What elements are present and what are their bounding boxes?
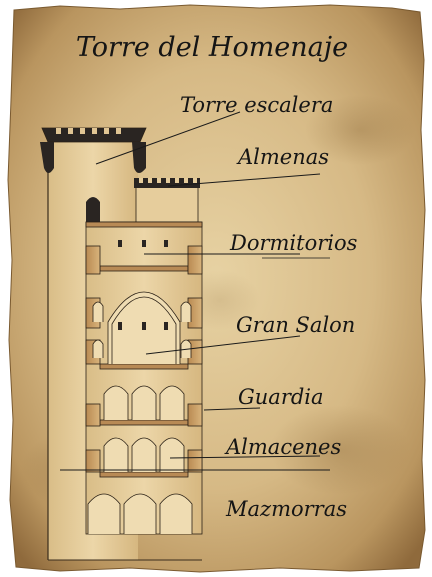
stair-door <box>86 197 100 222</box>
almacenes-arch <box>103 437 129 472</box>
almacenes-arch <box>131 437 157 472</box>
label-gran-salon: Gran Salon <box>236 313 355 337</box>
mazmorras-arch <box>123 493 157 534</box>
label-torre-escalera: Torre escalera <box>180 93 333 117</box>
guardia-arch <box>159 385 185 420</box>
label-guardia: Guardia <box>238 385 324 409</box>
leader-lines <box>60 111 330 471</box>
stain <box>270 405 410 495</box>
tower-drawing <box>40 127 203 561</box>
battlement-block <box>135 185 199 223</box>
label-dormitorios: Dormitorios <box>229 231 358 255</box>
stain <box>305 95 415 165</box>
label-almacenes: Almacenes <box>224 435 341 459</box>
keep-body <box>85 221 203 535</box>
label-almenas: Almenas <box>236 145 329 169</box>
mazmorras-arch <box>87 493 121 534</box>
guardia-arch <box>103 385 129 420</box>
almacenes-arch <box>159 437 185 472</box>
diagram-title: Torre del Homenaje <box>76 32 348 63</box>
mazmorras-arch <box>159 493 193 534</box>
guardia-arch <box>131 385 157 420</box>
label-mazmorras: Mazmorras <box>225 497 347 521</box>
